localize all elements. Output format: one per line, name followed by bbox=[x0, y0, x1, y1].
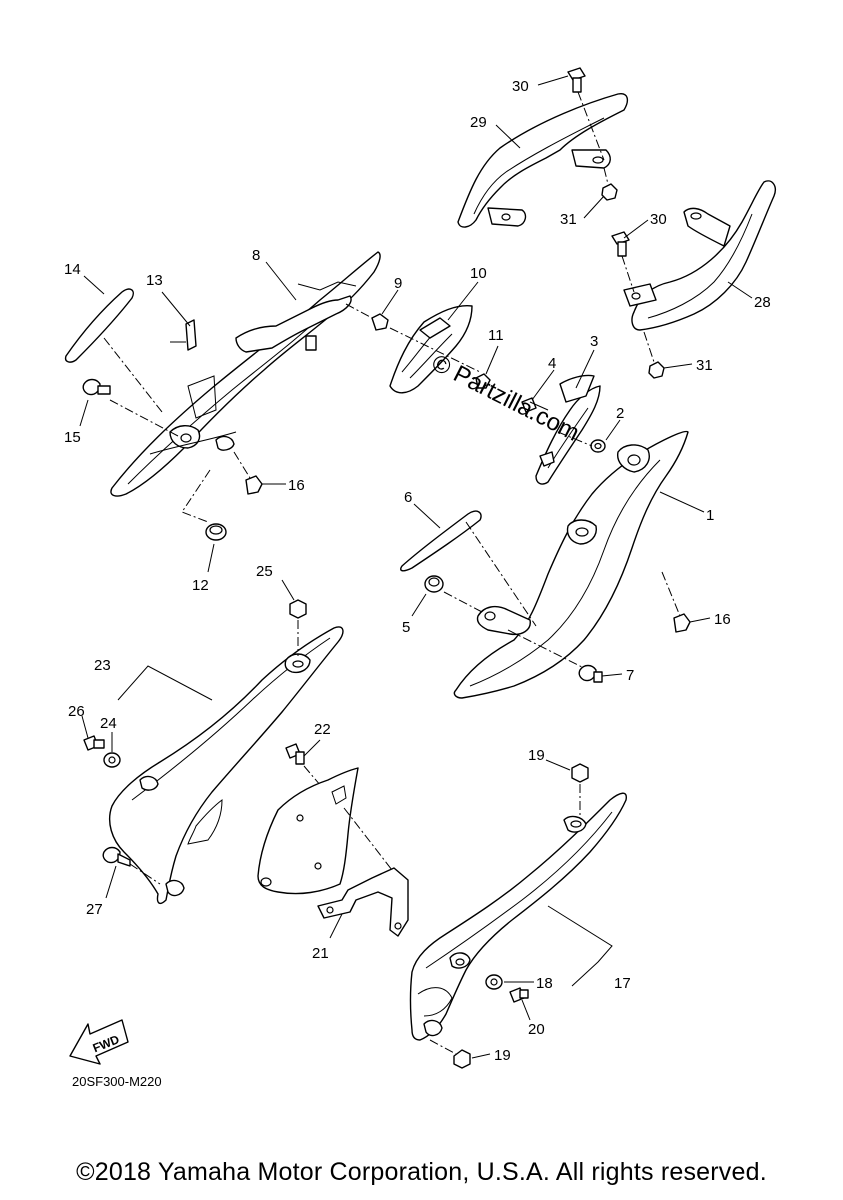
callout-24: 24 bbox=[100, 715, 117, 732]
callout-31-upper: 31 bbox=[560, 211, 577, 228]
copyright-notice: ©2018 Yamaha Motor Corporation, U.S.A. A… bbox=[76, 1158, 767, 1186]
part-13-clip bbox=[170, 319, 197, 351]
callout-19-lower: 19 bbox=[494, 1047, 511, 1064]
part-21-panel bbox=[257, 767, 359, 895]
callout-1: 1 bbox=[706, 507, 714, 524]
callout-26: 26 bbox=[68, 703, 85, 720]
callout-12: 12 bbox=[192, 577, 209, 594]
callout-16-right: 16 bbox=[714, 611, 731, 628]
callout-20: 20 bbox=[528, 1021, 545, 1038]
part-28-grab-bar bbox=[623, 180, 776, 331]
part-8-side-cover-left bbox=[110, 251, 381, 497]
part-14-strip bbox=[64, 288, 134, 363]
callout-30-right: 30 bbox=[650, 211, 667, 228]
callout-11: 11 bbox=[488, 327, 504, 344]
part-31-nut-right bbox=[648, 361, 665, 379]
fwd-arrow-icon: FWD bbox=[69, 1019, 129, 1065]
part-16-screw-left bbox=[245, 475, 263, 495]
callout-8: 8 bbox=[252, 247, 260, 264]
part-11-screw bbox=[475, 373, 491, 389]
callout-31-right: 31 bbox=[696, 357, 713, 374]
callout-21: 21 bbox=[312, 945, 329, 962]
part-30-bolt-upper bbox=[567, 67, 586, 93]
part-29-grab-bar bbox=[457, 93, 629, 228]
part-21-bracket bbox=[317, 867, 409, 937]
part-18-washer bbox=[485, 974, 503, 990]
part-9-grommet bbox=[371, 313, 389, 331]
watermark: © Partzilla.com bbox=[427, 349, 583, 446]
part-2-washer bbox=[590, 439, 606, 453]
leader-lines bbox=[79, 75, 753, 1059]
part-25-nut bbox=[289, 599, 307, 619]
callout-25: 25 bbox=[256, 563, 273, 580]
part-5-grommet bbox=[424, 575, 444, 593]
callout-13: 13 bbox=[146, 272, 163, 289]
callout-5: 5 bbox=[402, 619, 410, 636]
callout-27: 27 bbox=[86, 901, 103, 918]
part-30-bolt-right bbox=[611, 231, 630, 257]
callout-2: 2 bbox=[616, 405, 624, 422]
callout-30-upper: 30 bbox=[512, 78, 529, 95]
part-26-bolt bbox=[83, 735, 105, 751]
callout-18: 18 bbox=[536, 975, 553, 992]
callout-23: 23 bbox=[94, 657, 111, 674]
callout-28: 28 bbox=[754, 294, 771, 311]
part-17-lower-cover-right bbox=[409, 792, 627, 1041]
part-4-screw bbox=[521, 397, 549, 413]
callout-4: 4 bbox=[548, 355, 556, 372]
part-16-screw-right bbox=[673, 613, 691, 633]
part-1-side-cover-right bbox=[453, 430, 689, 699]
callout-14: 14 bbox=[64, 261, 81, 278]
callout-16-left: 16 bbox=[288, 477, 305, 494]
part-6-strip bbox=[400, 510, 482, 572]
part-27-rivet bbox=[102, 846, 131, 867]
callout-15: 15 bbox=[64, 429, 81, 446]
part-19-nut-upper bbox=[571, 763, 589, 783]
callout-labels: 30 29 31 30 28 31 8 9 10 11 3 4 2 1 13 1… bbox=[64, 78, 771, 1064]
part-7-bolt bbox=[578, 664, 603, 683]
part-15-bolt bbox=[82, 378, 111, 396]
callout-10: 10 bbox=[470, 265, 487, 282]
callout-3: 3 bbox=[590, 333, 598, 350]
part-24-washer bbox=[103, 752, 121, 768]
part-12-grommet bbox=[205, 523, 227, 541]
callout-22: 22 bbox=[314, 721, 331, 738]
callout-9: 9 bbox=[394, 275, 402, 292]
part-10-bracket bbox=[389, 305, 473, 394]
callout-29: 29 bbox=[470, 114, 487, 131]
callout-19-upper: 19 bbox=[528, 747, 545, 764]
watermark-text: © Partzilla.com bbox=[427, 349, 583, 446]
callout-6: 6 bbox=[404, 489, 412, 506]
callout-17: 17 bbox=[614, 975, 631, 992]
callout-7: 7 bbox=[626, 667, 634, 684]
part-31-nut-upper bbox=[601, 183, 618, 201]
part-3-bracket bbox=[535, 374, 601, 485]
part-19-nut-lower bbox=[453, 1049, 471, 1069]
part-20-bolt bbox=[509, 987, 529, 1003]
diagram-code: 20SF300-M220 bbox=[72, 1074, 162, 1089]
part-22-bolt bbox=[285, 743, 305, 765]
